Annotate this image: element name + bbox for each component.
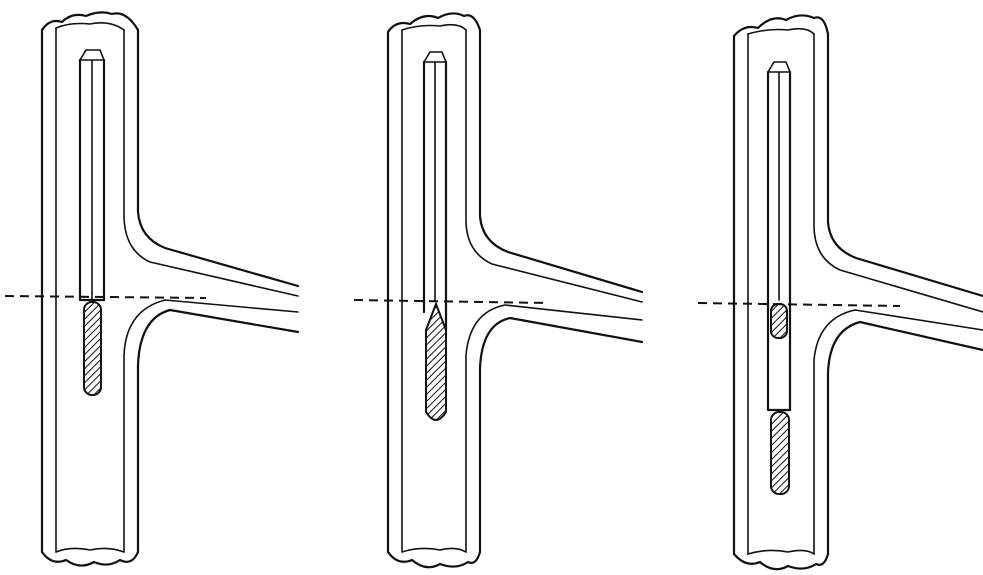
- tee-panel-2: [353, 12, 644, 569]
- tee-panel-3: [697, 14, 983, 571]
- level-dashed-line-1: [4, 295, 207, 299]
- hatched-column-2: [425, 301, 447, 421]
- hatched-segment-upper-3: [770, 303, 788, 339]
- hatched-segment-lower-3: [770, 411, 790, 495]
- level-dashed-line-3: [697, 302, 901, 307]
- level-dashed-line-2: [353, 299, 549, 304]
- hatched-column-1: [83, 301, 102, 396]
- tee-panel-1: [4, 11, 300, 567]
